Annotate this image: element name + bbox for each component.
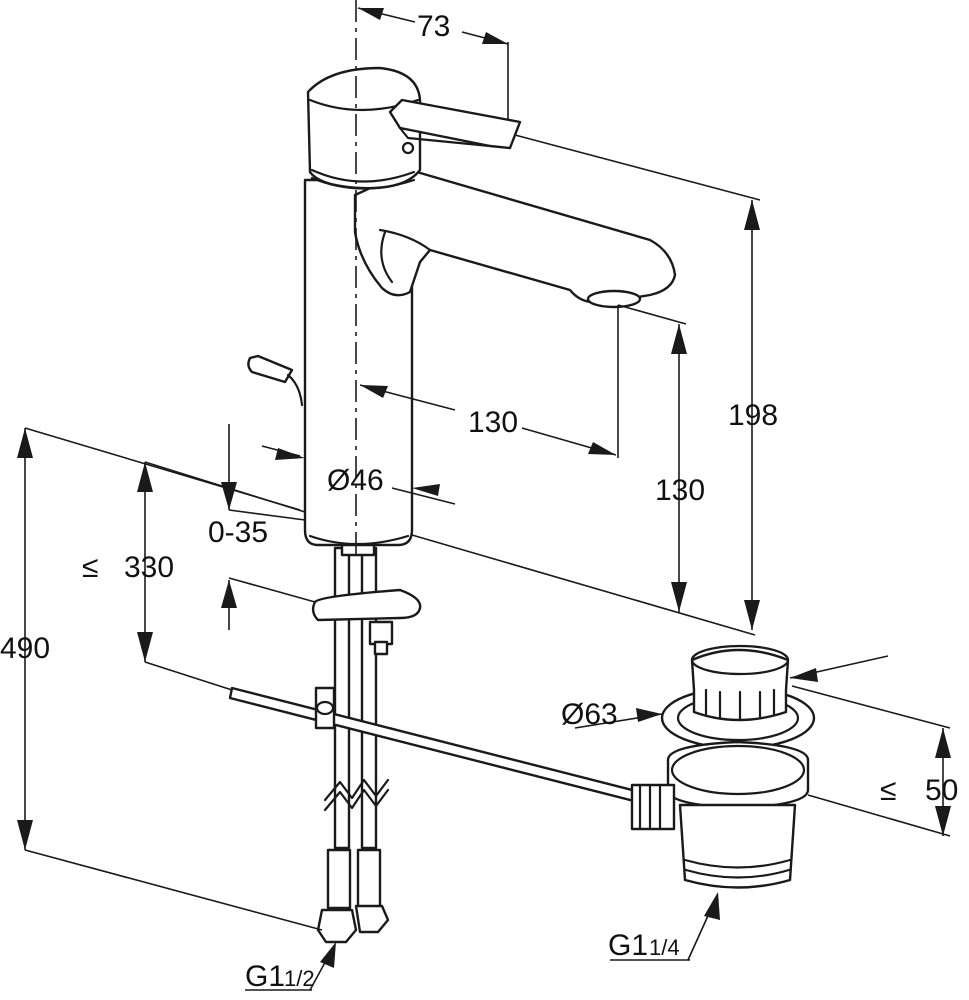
label-g1-inlet: G1 (245, 960, 285, 993)
label-g1-inlet-fraction: 1/2 (284, 966, 315, 991)
label-490: 490 (0, 632, 50, 665)
label-diameter-63: Ø63 (561, 698, 618, 731)
pop-up-knob (247, 354, 294, 384)
label-50: 50 (925, 774, 958, 807)
label-130-horizontal: 130 (468, 406, 518, 439)
spout (353, 168, 677, 304)
pop-up-waste (630, 644, 816, 889)
label-g1-waste: G1 (608, 929, 648, 962)
label-le-symbol-330: ≤ (82, 551, 98, 584)
dimension-lines (17, 7, 951, 991)
dimension-labels: 73 198 130 130 Ø46 0-35 ≤ 330 490 Ø63 ≤ … (0, 10, 958, 993)
label-73: 73 (417, 10, 450, 43)
label-g1-waste-fraction: 1/4 (649, 935, 680, 960)
waste-plug (690, 648, 790, 722)
label-diameter-46: Ø46 (327, 464, 384, 497)
label-130-vertical: 130 (655, 474, 705, 507)
label-330: 330 (124, 551, 174, 584)
faucet (247, 66, 677, 547)
mounting-plate (311, 588, 422, 622)
label-0-35: 0-35 (208, 516, 268, 549)
label-le-symbol-50: ≤ (880, 774, 896, 807)
label-198: 198 (728, 399, 778, 432)
aerator (586, 289, 642, 309)
